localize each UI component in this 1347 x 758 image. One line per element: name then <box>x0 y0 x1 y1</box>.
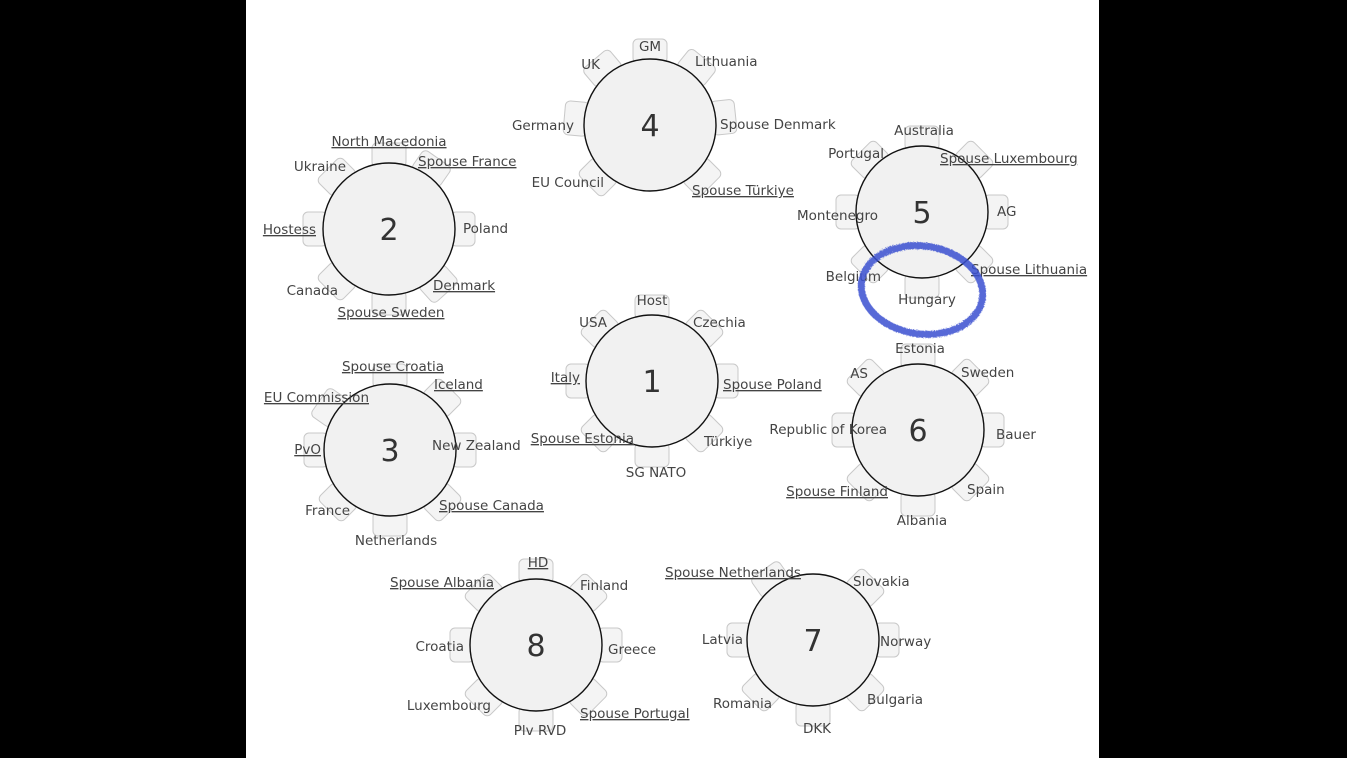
table-number: 3 <box>380 434 399 469</box>
table-number: 2 <box>379 213 398 248</box>
seat-label: Spouse Luxembourg <box>940 151 1078 167</box>
table-circle <box>585 314 719 448</box>
seat-label: Canada <box>287 283 338 299</box>
seat-label: Germany <box>512 118 574 134</box>
seat-label: Spouse Canada <box>439 498 544 514</box>
seat-label: Albania <box>897 513 947 529</box>
table-number: 6 <box>908 414 927 449</box>
seat-label: Spouse Finland <box>786 484 888 500</box>
seat-label: Sweden <box>961 365 1014 381</box>
seat-label: Poland <box>463 221 508 237</box>
seat-label: Finland <box>580 578 628 594</box>
seat-label: Montenegro <box>797 208 878 224</box>
seat-label: GM <box>639 39 661 55</box>
seat-label: Türkiye <box>703 434 752 450</box>
seat-label: Belgium <box>826 269 881 285</box>
seat-label: Spouse Poland <box>723 377 822 393</box>
seat-label: Latvia <box>702 632 743 648</box>
seat-label: Spouse Albania <box>390 575 494 591</box>
seat-label: Spouse France <box>418 154 516 170</box>
table-7: 7 Spouse NetherlandsSlovakiaNorwayBulgari… <box>665 561 931 737</box>
table-circle <box>583 58 717 192</box>
seat-label: DKK <box>803 721 832 737</box>
seat-label: EU Council <box>532 175 604 191</box>
table-circle <box>322 162 456 296</box>
table-circle <box>746 573 880 707</box>
table-circle <box>851 363 985 497</box>
seat-label: UK <box>581 57 601 73</box>
seat-label: Denmark <box>433 278 495 294</box>
seat-label: Spouse Croatia <box>342 359 444 375</box>
seat-label: Spouse Sweden <box>338 305 445 321</box>
seat-label: France <box>305 503 350 519</box>
seat-label: Greece <box>608 642 656 658</box>
table-circle <box>855 145 989 279</box>
table-number: 5 <box>912 196 931 231</box>
seat-label: Spouse Netherlands <box>665 565 801 581</box>
seat-label: Plv RVD <box>514 723 566 739</box>
seat-label: Spain <box>967 482 1005 498</box>
seat-label: USA <box>579 315 608 331</box>
seat-label: Croatia <box>415 639 464 655</box>
hand-drawn-highlight-circle <box>857 242 987 338</box>
seat-label: Spouse Denmark <box>720 117 836 133</box>
seat-label: Romania <box>713 696 772 712</box>
table-number: 8 <box>526 629 545 664</box>
seat-label: Luxembourg <box>407 698 491 714</box>
seat-label: Republic of Korea <box>769 422 887 438</box>
seat-label: Czechia <box>693 315 746 331</box>
seat-label: Iceland <box>434 377 483 393</box>
seat-label: PvO <box>294 442 321 458</box>
seat-label: Host <box>637 293 668 309</box>
seat-label: Portugal <box>828 146 884 162</box>
seat-label: Australia <box>894 123 954 139</box>
table-circle <box>469 578 603 712</box>
seat-label: AS <box>850 366 868 382</box>
seat-label: AG <box>997 204 1016 220</box>
seat-label: EU Commission <box>264 390 369 406</box>
table-number: 7 <box>803 624 822 659</box>
seat-label: Spouse Türkiye <box>692 183 794 199</box>
seat-label: SG NATO <box>626 465 686 481</box>
seat-label: Netherlands <box>355 533 437 549</box>
seat-label: Slovakia <box>853 574 910 590</box>
table-number: 1 <box>642 365 661 400</box>
seat-label: Bauer <box>996 427 1036 443</box>
seat-label: Hungary <box>898 292 956 308</box>
table-number: 4 <box>640 109 659 144</box>
seat-label: Bulgaria <box>867 692 923 708</box>
seat-label: Lithuania <box>695 54 758 70</box>
seat-label: Ukraine <box>294 159 346 175</box>
seat-label: Estonia <box>895 341 945 357</box>
seat-label: Norway <box>880 634 931 650</box>
seat-label: Italy <box>551 370 580 386</box>
seat-label: North Macedonia <box>331 134 446 150</box>
seat-label: HD <box>528 555 549 571</box>
seat-label: New Zealand <box>432 438 521 454</box>
seat-label: Spouse Lithuania <box>971 262 1087 278</box>
table-circle <box>323 383 457 517</box>
seat-label: Hostess <box>263 222 316 238</box>
seat-label: Spouse Estonia <box>531 431 634 447</box>
seat-label: Spouse Portugal <box>580 706 690 722</box>
